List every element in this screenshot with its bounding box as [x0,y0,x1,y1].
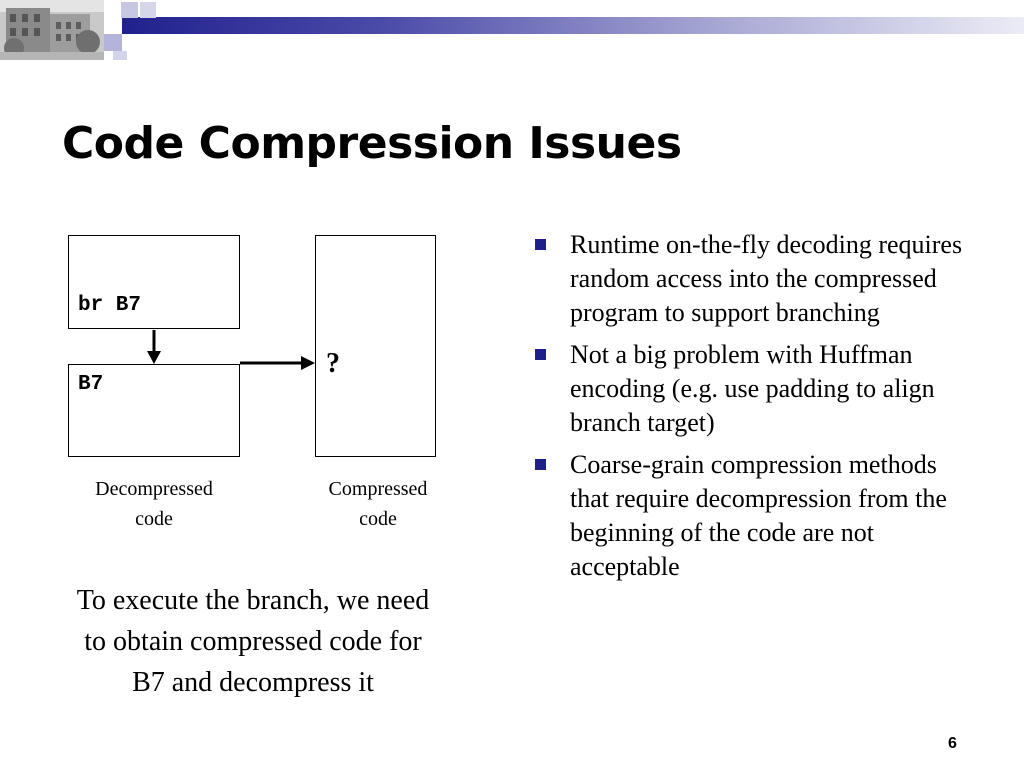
compressed-code-caption: Compressed code [300,474,456,534]
decompressed-caption-line: Decompressed [95,478,213,500]
header-square [122,34,139,51]
header-square [140,2,156,18]
target-block-box [68,364,240,457]
decompressed-code-caption: Decompressed code [66,474,242,534]
bullet-text: Runtime on-the-fly decoding requires ran… [570,230,963,327]
square-bullet-icon [535,349,546,360]
header-square [104,17,122,34]
bullet-list: Runtime on-the-fly decoding requires ran… [535,228,975,592]
branch-instruction-box [68,235,240,329]
compressed-caption-line: Compressed [328,478,428,500]
bullet-item: Coarse-grain compression methods that re… [535,448,975,584]
bullet-text: Not a big problem with Huffman encoding … [570,340,935,437]
header-gradient-bar [104,17,1024,34]
header-square [113,51,127,60]
branch-arrow [147,330,161,364]
header-square [104,34,122,51]
branch-note: To execute the branch, we need to obtain… [76,585,430,698]
compressed-code-box [315,235,436,457]
bullet-item: Runtime on-the-fly decoding requires ran… [535,228,975,330]
page-number: 6 [948,735,957,752]
compressed-caption-line: code [359,508,397,530]
square-bullet-icon [535,239,546,250]
unknown-location-marker: ? [326,348,340,379]
header-square [121,2,138,18]
target-block-label: B7 [78,373,104,396]
slide-title: Code Compression Issues [62,118,682,169]
decompressed-caption-line: code [135,508,173,530]
bullet-text: Coarse-grain compression methods that re… [570,450,947,581]
branch-instruction-label: br B7 [78,294,142,317]
lookup-arrow [240,356,315,370]
bullet-item: Not a big problem with Huffman encoding … [535,338,975,440]
header-building-photo [0,0,104,60]
square-bullet-icon [535,459,546,470]
